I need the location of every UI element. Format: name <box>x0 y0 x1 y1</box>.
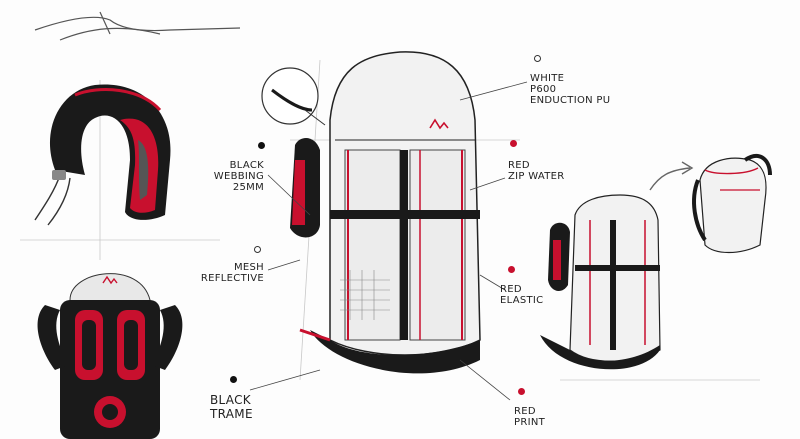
shoulder-strap-detail-illustration <box>34 84 171 226</box>
bullet-dot-icon <box>510 140 517 147</box>
bullet-dot-icon <box>254 246 261 253</box>
header-scribble <box>34 11 241 41</box>
label-line: MESH <box>233 262 264 273</box>
arrow-icon <box>649 161 694 191</box>
label-line: RED <box>514 406 536 417</box>
label-line: RED <box>500 284 522 295</box>
label-black-webbing: BLACK WEBBING 25MM <box>212 160 264 193</box>
label-line: TRAME <box>210 407 253 421</box>
small-backpack-thumbnail <box>692 154 772 254</box>
label-line: ZIP WATER <box>508 171 565 182</box>
bullet-dot-icon <box>508 266 515 273</box>
label-white-fabric: WHITE P600 ENDUCTION PU <box>530 73 610 106</box>
label-red-elastic: RED ELASTIC <box>500 284 543 306</box>
label-line: ENDUCTION PU <box>530 95 611 106</box>
label-red-zip: RED ZIP WATER <box>508 160 565 182</box>
label-line: 25MM <box>232 182 264 193</box>
label-line: BLACK <box>210 393 251 407</box>
label-line: WHITE <box>530 73 565 84</box>
label-line: PRINT <box>514 417 546 428</box>
bullet-dot-icon <box>230 376 237 383</box>
leader-lines <box>249 81 528 401</box>
secondary-backpack-illustration <box>540 194 661 370</box>
label-mesh: MESH REFLECTIVE <box>198 262 264 284</box>
label-red-print: RED PRINT <box>514 406 545 428</box>
label-line: RED <box>508 160 530 171</box>
label-line: BLACK <box>229 160 264 171</box>
bullet-dot-icon <box>258 142 265 149</box>
back-panel-illustration <box>37 273 183 439</box>
bullet-dot-icon <box>518 388 525 395</box>
label-line: ELASTIC <box>500 295 544 306</box>
label-line: REFLECTIVE <box>200 273 264 284</box>
main-backpack-illustration <box>261 51 481 374</box>
bullet-dot-icon <box>534 55 541 62</box>
label-line: WEBBING <box>213 171 264 182</box>
label-black-frame: BLACK TRAME <box>210 393 253 421</box>
label-line: P600 <box>530 84 557 95</box>
